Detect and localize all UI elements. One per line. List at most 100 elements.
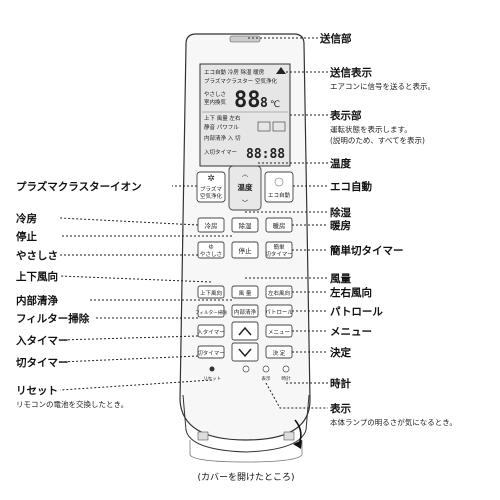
inner-clean-button[interactable]: 内部清浄 — [231, 304, 259, 318]
svg-text:簡単: 簡単 — [273, 243, 285, 251]
up-arrow-button[interactable] — [231, 321, 259, 341]
svg-text:停止: 停止 — [239, 246, 253, 255]
label-transmitter: 送信部 — [319, 32, 352, 45]
svg-text:表示: 表示 — [262, 375, 271, 382]
label-clock: 時計 — [330, 377, 351, 390]
svg-text:内部清浄: 内部清浄 — [234, 308, 257, 316]
stop-button[interactable]: 停止 — [231, 241, 259, 259]
unlabeled-round-button[interactable] — [242, 365, 250, 373]
lcd-modes: エコ自動 冷房 除湿 暖房 — [204, 68, 265, 76]
lcd-small-left2: 室内換気 — [204, 98, 227, 106]
svg-text:冷房: 冷房 — [205, 221, 218, 230]
temp-label: 温度 — [238, 182, 253, 192]
fan-speed-button[interactable]: 風 量 — [231, 285, 259, 299]
temperature-rocker[interactable]: ︿ 温度 ﹀ — [228, 165, 262, 211]
airflow-horizontal-icon — [272, 121, 286, 132]
lcd-display: エコ自動 冷房 除湿 暖房 プラズマクラスター 空気浄化 やさしさ 室内換気 8… — [199, 63, 291, 167]
lcd-row2: プラズマクラスター 空気浄化 — [204, 77, 278, 85]
label-stop: 停止 — [16, 230, 37, 243]
svg-text:左右風向: 左右風向 — [268, 289, 290, 297]
svg-text:除湿: 除湿 — [239, 221, 253, 230]
plasma-button[interactable]: ✲ プラズマ 空気浄化 — [196, 171, 226, 203]
clock-button[interactable]: 時計 — [282, 365, 291, 382]
chevron-up-icon — [238, 326, 252, 336]
off-timer-button[interactable]: 切タイマー — [197, 345, 225, 359]
svg-text:ゆ: ゆ — [208, 244, 214, 251]
svg-text:時計: 時計 — [282, 375, 291, 382]
label-eco-auto: エコ自動 — [330, 180, 372, 193]
lcd-unit: ℃ — [270, 100, 280, 110]
label-dehumidify: 除湿 — [330, 206, 351, 219]
label-plasmacluster: プラズマクラスターイオン — [16, 180, 142, 193]
lcd-time-label: 入切タイマー — [204, 148, 237, 156]
transmitter-window — [229, 35, 261, 43]
lcd-row5: 静音 パワフル — [204, 123, 239, 131]
svg-text:風 量: 風 量 — [239, 290, 252, 297]
label-display: 表示 — [329, 402, 351, 415]
lcd-time-digits: 88:88 — [246, 147, 285, 162]
airflow-vertical-icon — [257, 121, 271, 132]
label-confirm: 決定 — [330, 346, 351, 359]
temp-up-icon[interactable]: ︿ — [242, 170, 249, 178]
svg-text:暖房: 暖房 — [273, 221, 286, 230]
lcd-small-left1: やさしさ — [204, 90, 226, 98]
label-reset: リセット — [16, 385, 58, 397]
eco-auto-button[interactable]: エコ自動 — [264, 171, 294, 203]
patrol-button[interactable]: パトロール — [265, 304, 293, 318]
svg-text:上下風向: 上下風向 — [200, 289, 222, 297]
plasma-icon: ✲ — [207, 174, 215, 184]
temp-down-icon[interactable]: ﹀ — [242, 199, 249, 207]
label-cooling: 冷房 — [16, 212, 37, 225]
label-simple-off-timer: 簡単切タイマー — [329, 244, 404, 257]
label-display-desc: 本体ランプの明るさが気になるとき。 — [330, 417, 457, 427]
label-on-timer: 入タイマー — [16, 335, 69, 347]
display-button[interactable]: 表示 — [262, 365, 271, 382]
lcd-temp-decimal: 8 — [260, 96, 268, 111]
svg-text:パトロール: パトロール — [265, 309, 293, 316]
svg-text:やさしさ: やさしさ — [200, 250, 222, 258]
label-display-area-desc2: (説明のため、すべてを表示) — [330, 135, 425, 145]
label-filter-clean: フィルター掃除 — [16, 312, 90, 325]
chevron-down-icon — [238, 348, 252, 358]
label-vertical-airflow: 上下風向 — [16, 270, 58, 283]
svg-text:メニュー: メニュー — [268, 329, 290, 336]
label-off-timer: 切タイマー — [16, 357, 69, 369]
label-reset-desc: リモコンの電池を交換したとき。 — [16, 399, 128, 409]
label-display-area-desc1: 運転状態を表示します。 — [330, 124, 412, 134]
lcd-temp-digits: 88 — [234, 88, 261, 113]
simple-off-timer-button[interactable]: 簡単 切タイマー — [265, 241, 293, 259]
label-inner-clean: 内部清浄 — [16, 294, 58, 307]
plasma-label-bottom: 空気浄化 — [200, 192, 223, 200]
lcd-row4: 上下 風量 左右 — [204, 114, 241, 122]
cool-button[interactable]: 冷房 — [197, 217, 225, 233]
label-display-area: 表示部 — [329, 109, 362, 122]
label-menu: メニュー — [330, 326, 372, 338]
label-heating: 暖房 — [330, 219, 351, 232]
down-arrow-button[interactable] — [231, 342, 259, 362]
gentle-button[interactable]: ゆ やさしさ — [197, 241, 225, 259]
filter-clean-button[interactable]: フィルター掃除 — [195, 304, 227, 318]
dry-button[interactable]: 除湿 — [231, 217, 259, 233]
label-patrol: パトロール — [330, 306, 383, 318]
label-horizontal-airflow: 左右風向 — [329, 286, 372, 299]
svg-text:フィルター掃除: フィルター掃除 — [195, 309, 227, 316]
svg-text:切タイマー: 切タイマー — [265, 250, 293, 258]
label-temperature: 温度 — [330, 157, 351, 170]
vertical-airflow-button[interactable]: 上下風向 — [197, 285, 225, 299]
on-timer-button[interactable]: 入タイマー — [197, 324, 225, 338]
svg-text:入タイマー: 入タイマー — [197, 328, 225, 336]
menu-button[interactable]: メニュー — [265, 324, 293, 338]
heat-button[interactable]: 暖房 — [265, 217, 293, 233]
eco-label: エコ自動 — [268, 191, 291, 199]
reset-button[interactable]: リセット — [203, 366, 221, 383]
svg-text:決 定: 決 定 — [273, 349, 286, 357]
label-transmit-display: 送信表示 — [329, 66, 372, 79]
horizontal-airflow-button[interactable]: 左右風向 — [265, 285, 293, 299]
confirm-button[interactable]: 決 定 — [265, 345, 293, 359]
eco-leaf-icon — [274, 177, 284, 187]
lcd-row6: 内部清浄 入 切 — [204, 134, 241, 142]
leader-lines — [59, 37, 328, 409]
label-gentle: やさしさ — [16, 250, 58, 262]
